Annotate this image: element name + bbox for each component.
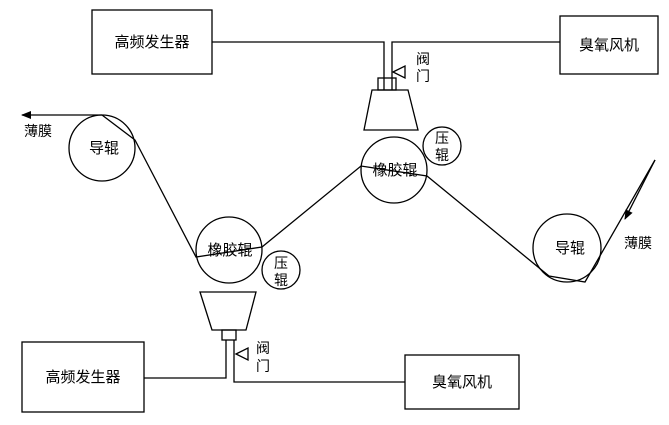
blower-top-label: 臭氧风机 <box>579 36 639 54</box>
generator-top-label: 高频发生器 <box>114 33 189 51</box>
rubber-roller-bottom <box>195 216 263 284</box>
cable-generator-top <box>212 41 385 90</box>
rubber-roller-top-label: 橡胶辊 <box>372 161 417 179</box>
press-roller-bottom <box>261 250 301 290</box>
film-left-label: 薄膜 <box>24 124 52 140</box>
valve-bottom-label-1: 阀 <box>256 341 270 357</box>
film-right-label: 薄膜 <box>624 236 652 252</box>
electrode-bottom-connector <box>221 329 237 341</box>
rubber-roller-top <box>360 136 428 204</box>
electrode-top-connector <box>377 77 397 91</box>
guide-roller-left-label: 导辊 <box>89 139 119 157</box>
press-roller-top-label-1: 压 <box>435 131 449 147</box>
valve-bottom-label-2: 门 <box>256 359 270 375</box>
generator-bottom-label: 高频发生器 <box>45 368 120 386</box>
blower-top-box <box>559 15 659 75</box>
generator-bottom-box <box>21 341 145 413</box>
blower-bottom-label: 臭氧风机 <box>432 373 492 391</box>
electrode-bottom <box>199 291 257 331</box>
press-roller-top <box>422 126 462 166</box>
press-roller-bottom-label-1: 压 <box>274 256 288 272</box>
press-roller-bottom-label-2: 辊 <box>274 273 288 289</box>
valve-top-icon <box>391 64 406 80</box>
film-in-arrow <box>624 159 656 220</box>
electrode-top <box>363 89 419 131</box>
valve-bottom-icon <box>234 346 249 362</box>
guide-roller-right-label: 导辊 <box>555 239 585 257</box>
valve-top-label-1: 阀 <box>416 52 430 68</box>
valve-top-label-2: 门 <box>416 69 430 85</box>
cable-generator-bottom <box>144 340 227 379</box>
guide-roller-right <box>532 213 602 283</box>
rubber-roller-bottom-label: 橡胶辊 <box>207 241 252 259</box>
duct-blower-top <box>391 41 560 90</box>
press-roller-top-label-2: 辊 <box>435 148 449 164</box>
film-path <box>101 114 656 283</box>
duct-blower-bottom <box>233 340 405 383</box>
